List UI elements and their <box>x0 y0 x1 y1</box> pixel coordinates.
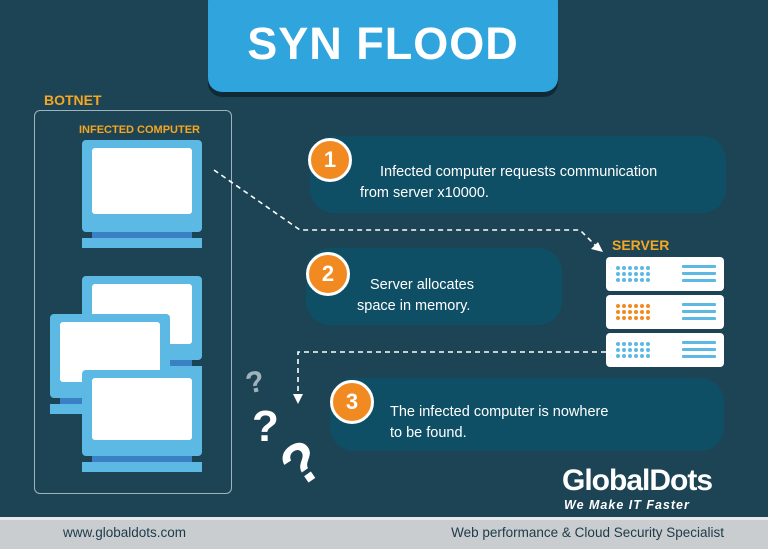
server-light-dot <box>622 316 626 320</box>
server-light-dot <box>622 310 626 314</box>
server-lights <box>616 266 650 282</box>
request-arrow <box>213 169 599 249</box>
step-2-line-1: Server allocates <box>370 277 474 293</box>
server-light-dot <box>616 266 620 270</box>
footer-bar: www.globaldots.com Web performance & Clo… <box>0 517 768 549</box>
server-light-dot <box>622 278 626 282</box>
server-light-dot <box>640 304 644 308</box>
server-light-dot <box>628 278 632 282</box>
server-light-dot <box>616 342 620 346</box>
server-light-dot <box>640 354 644 358</box>
server-light-dot <box>640 278 644 282</box>
step-3-line-1: The infected computer is nowhere <box>390 404 609 420</box>
server-light-dot <box>634 316 638 320</box>
server-light-dot <box>616 316 620 320</box>
server-light-dot <box>622 348 626 352</box>
server-lights <box>616 342 650 358</box>
server-label: SERVER <box>612 237 670 253</box>
server-light-dot <box>616 354 620 358</box>
server-light-dot <box>634 354 638 358</box>
server-light-dot <box>616 310 620 314</box>
footer-slogan: Web performance & Cloud Security Special… <box>451 525 724 540</box>
server-light-dot <box>628 348 632 352</box>
title-banner: SYN FLOOD <box>208 0 558 92</box>
step-1-line-2: from server x10000. <box>360 185 489 201</box>
server-lights <box>616 304 650 320</box>
server-light-dot <box>622 304 626 308</box>
server-light-dot <box>622 272 626 276</box>
server-light-dot <box>634 342 638 346</box>
step-3-number: 3 <box>330 380 374 424</box>
step-1-bubble: Infected computer requests communication… <box>310 136 726 213</box>
server-light-dot <box>640 342 644 346</box>
lost-arrow <box>297 351 606 396</box>
server-light-dot <box>622 342 626 346</box>
botnet-box <box>34 110 232 494</box>
brand-logo: GlobalDots <box>562 464 713 497</box>
infected-computer-label: INFECTED COMPUTER <box>79 124 200 136</box>
server-light-dot <box>616 304 620 308</box>
footer-url[interactable]: www.globaldots.com <box>63 525 187 540</box>
server-light-dot <box>646 304 650 308</box>
step-1-line-1: Infected computer requests communication <box>380 164 658 180</box>
server-light-dot <box>628 342 632 346</box>
question-mark-icon: ? <box>252 402 279 451</box>
server-light-dot <box>646 342 650 346</box>
server-light-dot <box>640 266 644 270</box>
server-light-dot <box>628 266 632 270</box>
botnet-label: BOTNET <box>44 92 102 108</box>
server-light-dot <box>622 354 626 358</box>
server-light-dot <box>640 310 644 314</box>
brand-tagline: We Make IT Faster <box>564 498 690 512</box>
server-light-dot <box>640 348 644 352</box>
server-light-dot <box>628 310 632 314</box>
server-light-dot <box>628 272 632 276</box>
page-title: SYN FLOOD <box>247 18 519 69</box>
server-unit-icon <box>606 257 724 291</box>
server-light-dot <box>640 272 644 276</box>
step-1-number: 1 <box>308 138 352 182</box>
server-light-dot <box>616 278 620 282</box>
server-light-dot <box>646 348 650 352</box>
step-3-bubble: The infected computer is nowhere to be f… <box>330 378 724 451</box>
lost-arrow-head <box>293 394 303 404</box>
server-light-dot <box>634 266 638 270</box>
server-light-dot <box>628 316 632 320</box>
connection-arrows <box>213 169 606 404</box>
server-light-dot <box>634 278 638 282</box>
server-light-dot <box>646 272 650 276</box>
server-light-dot <box>634 310 638 314</box>
step-2-bubble: Server allocates space in memory. <box>306 248 562 325</box>
server-light-dot <box>646 354 650 358</box>
server-light-dot <box>616 272 620 276</box>
server-unit-icon <box>606 333 724 367</box>
step-3-line-2: to be found. <box>390 425 467 441</box>
server-light-dot <box>646 266 650 270</box>
server-light-dot <box>622 266 626 270</box>
step-2-line-2: space in memory. <box>357 298 471 314</box>
server-light-dot <box>646 310 650 314</box>
server-light-dot <box>634 272 638 276</box>
server-light-dot <box>634 348 638 352</box>
server-light-dot <box>616 348 620 352</box>
step-2-number: 2 <box>306 252 350 296</box>
server-light-dot <box>634 304 638 308</box>
server-unit-icon <box>606 295 724 329</box>
server-light-dot <box>628 304 632 308</box>
server-light-dot <box>646 316 650 320</box>
server-light-dot <box>646 278 650 282</box>
request-arrow-head <box>591 242 603 252</box>
server-light-dot <box>628 354 632 358</box>
server-light-dot <box>640 316 644 320</box>
